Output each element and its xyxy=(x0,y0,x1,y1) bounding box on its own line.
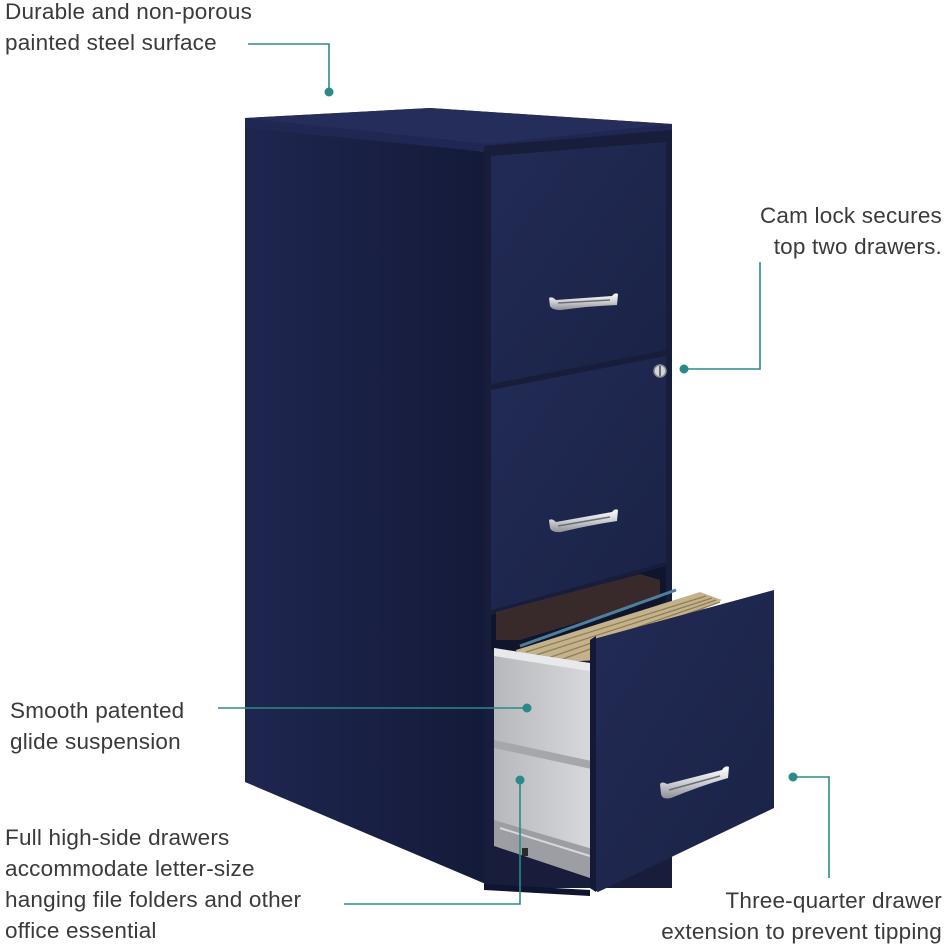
callout-extension: Three-quarter drawer extension to preven… xyxy=(661,885,942,947)
cabinet-side-panel xyxy=(245,124,488,885)
callout-camlock-line2: top two drawers. xyxy=(773,234,942,259)
callout-dot-extension xyxy=(788,772,798,782)
callout-glide: Smooth patented glide suspension xyxy=(10,695,184,757)
callout-dot-drawers xyxy=(515,775,525,785)
callout-line-drawers xyxy=(344,780,521,905)
bottom-drawer-front xyxy=(590,590,774,892)
callout-extension-line1: Three-quarter drawer xyxy=(725,888,942,913)
callout-camlock: Cam lock secures top two drawers. xyxy=(760,200,942,262)
callout-dot-camlock xyxy=(679,364,689,374)
callout-glide-line1: Smooth patented xyxy=(10,698,185,723)
callout-surface: Durable and non-porous painted steel sur… xyxy=(5,0,252,58)
hanging-file-folders xyxy=(516,588,722,664)
callout-dot-glide xyxy=(522,703,532,713)
callout-dot-surface xyxy=(324,87,334,97)
callout-drawers-line4: office essential xyxy=(5,918,157,943)
callout-line-camlock xyxy=(684,262,761,370)
callout-line-extension xyxy=(793,776,830,878)
middle-drawer xyxy=(491,356,666,610)
callout-lines xyxy=(218,43,830,905)
callout-surface-line2: painted steel surface xyxy=(5,30,217,55)
callout-drawers-line3: hanging file folders and other xyxy=(5,887,302,912)
callout-surface-line1: Durable and non-porous xyxy=(5,0,253,24)
callout-extension-line2: extension to prevent tipping xyxy=(661,919,942,944)
middle-drawer-handle xyxy=(549,509,618,533)
callout-line-surface xyxy=(248,43,330,92)
callout-drawers-line1: Full high-side drawers xyxy=(5,825,230,850)
callout-glide-line2: glide suspension xyxy=(10,729,181,754)
callout-camlock-line1: Cam lock secures xyxy=(759,203,942,228)
callout-drawers-line2: accommodate letter-size xyxy=(5,856,255,881)
top-drawer xyxy=(491,142,666,384)
callout-drawers: Full high-side drawers accommodate lette… xyxy=(5,822,301,946)
callout-dots xyxy=(324,87,798,785)
